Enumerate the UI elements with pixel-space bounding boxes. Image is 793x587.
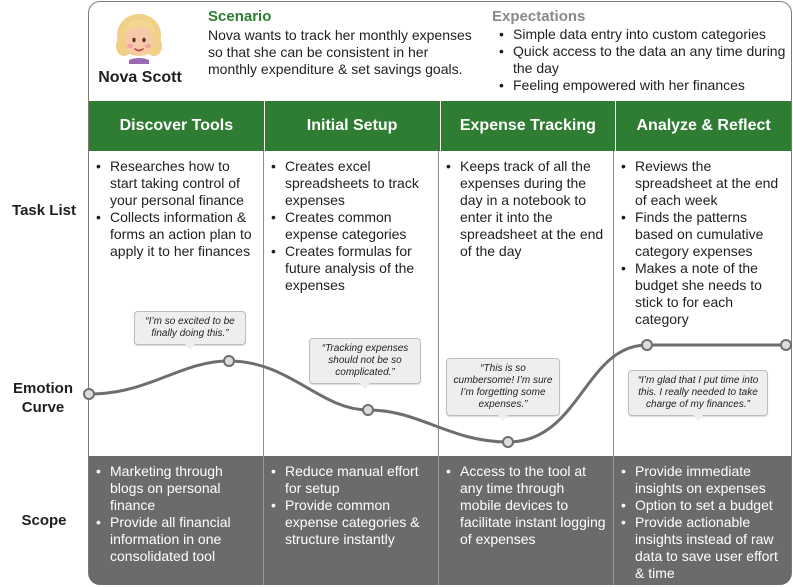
stage-header-expense-tracking: Expense Tracking bbox=[441, 101, 617, 151]
scope-item: Reduce manual effort for setup bbox=[264, 463, 432, 497]
row-label-emotion-curve: Emotion Curve bbox=[13, 380, 73, 416]
woman-face-avatar-icon bbox=[116, 14, 162, 64]
task-list-analyze-reflect: Reviews the spreadsheet at the end of ea… bbox=[614, 158, 782, 328]
quote-initial-setup: “Tracking expenses should not be so comp… bbox=[309, 338, 421, 389]
task-item: Collects information & forms an action p… bbox=[89, 209, 257, 260]
task-list-initial-setup: Creates excel spreadsheets to track expe… bbox=[264, 158, 432, 294]
scenario-title: Scenario bbox=[208, 8, 272, 25]
row-label-task-list: Task List bbox=[12, 202, 76, 219]
scope-initial-setup: Reduce manual effort for setup Provide c… bbox=[264, 463, 432, 548]
persona-name: Nova Scott bbox=[98, 69, 182, 86]
stage-header-initial-setup: Initial Setup bbox=[265, 101, 441, 151]
scope-analyze-reflect: Provide immediate insights on expenses O… bbox=[614, 463, 782, 582]
emotion-point bbox=[83, 388, 95, 400]
stage-header-analyze-reflect: Analyze & Reflect bbox=[636, 117, 771, 134]
scope-item: Provide all financial information in one… bbox=[89, 514, 257, 565]
expectation-item: Quick access to the data an any time dur… bbox=[492, 43, 788, 77]
quote-expense-tracking: “This is so cumbersome! I’m sure I’m for… bbox=[446, 358, 560, 421]
emotion-point bbox=[223, 355, 235, 367]
stage-header-discover-tools: Discover Tools bbox=[89, 101, 265, 151]
task-item: Keeps track of all the expenses during t… bbox=[439, 158, 607, 260]
scope-item: Provide immediate insights on expenses bbox=[614, 463, 782, 497]
task-item: Creates formulas for future analysis of … bbox=[264, 243, 432, 294]
task-item: Finds the patterns based on cumulative c… bbox=[614, 209, 782, 260]
task-item: Researches how to start taking control o… bbox=[89, 158, 257, 209]
task-item: Makes a note of the budget she needs to … bbox=[614, 260, 782, 328]
task-item: Reviews the spreadsheet at the end of ea… bbox=[614, 158, 782, 209]
emotion-curve-line bbox=[88, 343, 786, 444]
stage-header-band: Discover Tools Initial Setup Expense Tra… bbox=[89, 101, 791, 151]
expectation-item: Feeling empowered with her finances bbox=[492, 77, 788, 94]
scope-item: Marketing through blogs on personal fina… bbox=[89, 463, 257, 514]
task-list-expense-tracking: Keeps track of all the expenses during t… bbox=[439, 158, 607, 260]
scenario-text: Nova wants to track her monthly expenses… bbox=[208, 27, 472, 77]
emotion-point bbox=[780, 339, 792, 351]
task-item: Creates excel spreadsheets to track expe… bbox=[264, 158, 432, 209]
task-item: Creates common expense categories bbox=[264, 209, 432, 243]
column-divider bbox=[263, 151, 264, 456]
expectations-list: Simple data entry into custom categories… bbox=[492, 26, 788, 94]
scope-item: Option to set a budget bbox=[614, 497, 782, 514]
expectations-title: Expectations bbox=[492, 8, 586, 25]
quote-analyze-reflect: “I’m glad that I put time into this. I r… bbox=[628, 370, 768, 421]
scope-discover-tools: Marketing through blogs on personal fina… bbox=[89, 463, 257, 565]
task-list-discover-tools: Researches how to start taking control o… bbox=[89, 158, 257, 260]
emotion-point bbox=[641, 339, 653, 351]
scope-item: Provide actionable insights instead of r… bbox=[614, 514, 782, 582]
emotion-point bbox=[502, 436, 514, 448]
scope-item: Access to the tool at any time through m… bbox=[439, 463, 607, 548]
row-label-scope: Scope bbox=[21, 512, 67, 529]
expectation-item: Simple data entry into custom categories bbox=[492, 26, 788, 43]
quote-discover-tools: “I’m so excited to be finally doing this… bbox=[134, 311, 246, 350]
scope-expense-tracking: Access to the tool at any time through m… bbox=[439, 463, 607, 548]
emotion-point bbox=[362, 404, 374, 416]
column-divider bbox=[438, 151, 439, 456]
scope-item: Provide common expense categories & stru… bbox=[264, 497, 432, 548]
